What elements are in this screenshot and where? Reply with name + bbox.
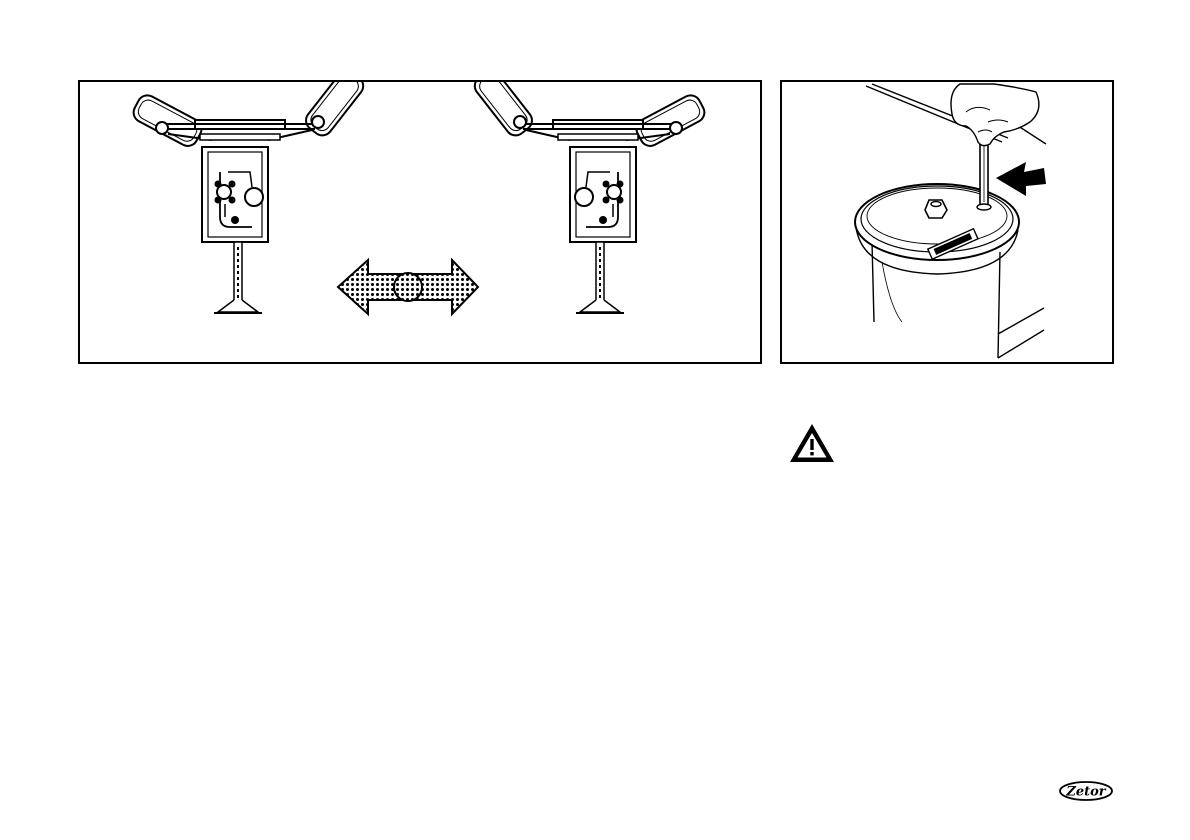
pointer-arrow-icon bbox=[996, 162, 1046, 196]
double-arrow-icon bbox=[338, 260, 478, 314]
seat-adjustment-figure bbox=[78, 80, 762, 364]
seat-adjustment-illustration bbox=[80, 82, 760, 362]
logo-text: Zetor bbox=[1065, 785, 1106, 800]
filter-check-figure bbox=[780, 80, 1114, 364]
warning-triangle-icon bbox=[788, 422, 836, 464]
zetor-logo: Zetor bbox=[1058, 780, 1114, 802]
oil-bath-filter-dipstick-illustration bbox=[782, 82, 1112, 362]
